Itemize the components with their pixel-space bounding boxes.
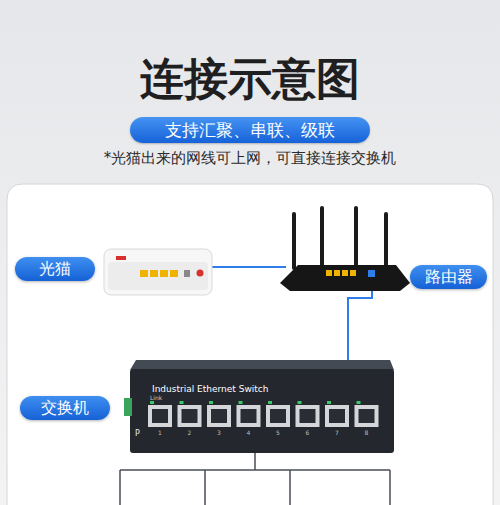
node-text: Industrial Ethernet Switch: [152, 384, 268, 394]
port-led: [239, 401, 243, 404]
port-socket: [182, 409, 198, 423]
port: [207, 405, 231, 427]
port-socket: [270, 409, 286, 423]
router: [280, 206, 410, 291]
node-text: 交换机: [41, 398, 89, 419]
port: [325, 405, 349, 427]
switch-body: Industrial Ethernet Switch: [130, 362, 392, 452]
port-number: 2: [188, 429, 192, 436]
port-socket: [300, 409, 316, 423]
port-socket: [359, 409, 375, 423]
device-tag: 光猫: [15, 257, 95, 281]
port-number: 1: [158, 429, 162, 436]
port-led: [180, 401, 184, 404]
cable: [120, 453, 390, 505]
port-socket: [329, 409, 345, 423]
port: [296, 405, 320, 427]
port-led: [150, 401, 154, 404]
port-number: 6: [306, 429, 310, 436]
port: [237, 405, 261, 427]
port-number: 3: [217, 429, 221, 436]
note: *光猫出来的网线可上网，可直接连接交换机: [0, 149, 500, 168]
switch-housing: [124, 360, 394, 453]
port-socket: [241, 409, 257, 423]
port-socket: [152, 409, 168, 423]
panel: [7, 184, 493, 505]
port-number: 4: [247, 429, 251, 436]
port: [178, 405, 202, 427]
port: [266, 405, 290, 427]
port-number: 5: [276, 429, 280, 436]
feature-pill: 支持汇聚、串联、级联: [130, 117, 370, 143]
title: 连接示意图: [0, 50, 500, 109]
port-led: [298, 401, 302, 404]
terminal-label: P: [135, 429, 140, 438]
cable: [212, 266, 286, 268]
port-led: [327, 401, 331, 404]
device-tag: 路由器: [410, 265, 487, 289]
port: [148, 405, 172, 427]
port-number: 7: [335, 429, 339, 436]
port-number: 8: [365, 429, 369, 436]
node-text: 路由器: [425, 267, 473, 288]
status-label: Link: [150, 394, 162, 401]
port-led: [357, 401, 361, 404]
port-led: [268, 401, 272, 404]
optical-modem: [104, 249, 212, 295]
node-text: 支持汇聚、串联、级联: [165, 119, 335, 142]
port-socket: [211, 409, 227, 423]
port-led: [209, 401, 213, 404]
port: [355, 405, 379, 427]
device-tag: 交换机: [20, 396, 110, 420]
node-text: 光猫: [39, 259, 71, 280]
